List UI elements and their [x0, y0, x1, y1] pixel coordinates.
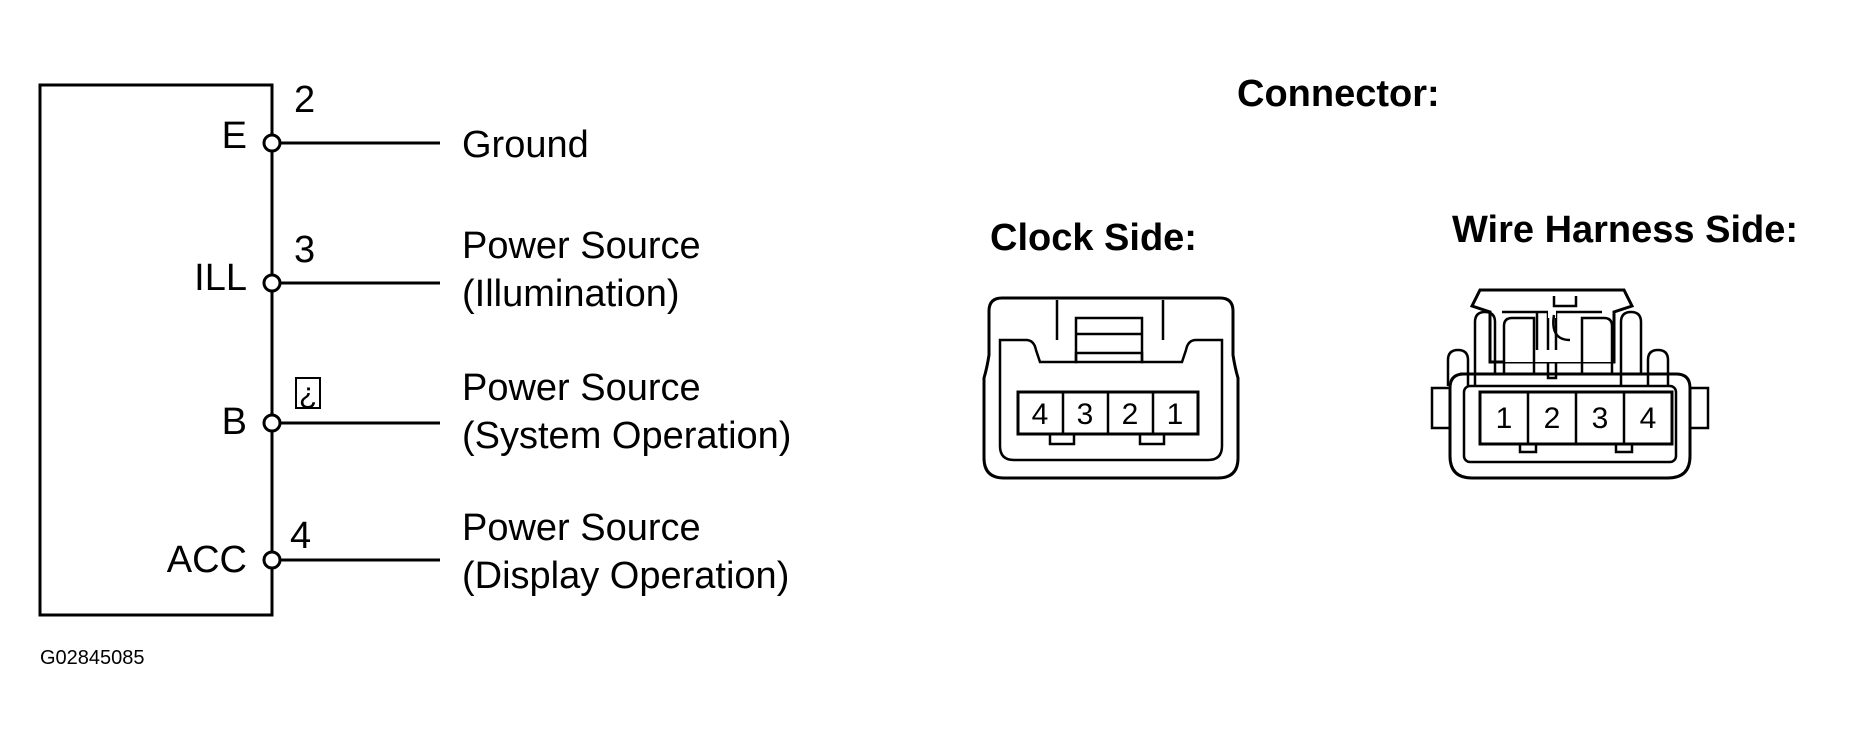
clock-side-connector: 4 3 2 1 — [982, 296, 1240, 480]
harness-side-key — [1518, 442, 1538, 454]
terminal-e-name: E — [222, 115, 247, 157]
clock-side-inner-cavity — [998, 338, 1224, 462]
harness-side-lever-top — [1552, 296, 1578, 308]
harness-side-lever-notch — [1548, 304, 1556, 318]
harness-side-lever-stem — [1546, 362, 1558, 380]
harness-side-ear-left — [1446, 348, 1470, 386]
harness-side-side-tab-left — [1430, 386, 1452, 430]
harness-side-lock-lever — [1469, 288, 1635, 364]
figure-id: G02845085 — [40, 647, 145, 669]
terminal-acc-function-line2: (Display Operation) — [462, 555, 789, 597]
harness-side-lever-mask — [1503, 350, 1613, 362]
harness-side-key — [1614, 442, 1634, 454]
clock-side-pin-label: 1 — [1167, 398, 1184, 431]
terminal-b-function-line1: Power Source — [462, 367, 701, 409]
terminal-b-pin-number: ¿ — [299, 377, 317, 410]
connector-title: Connector: — [1237, 73, 1440, 115]
wire-harness-side-label: Wire Harness Side: — [1452, 209, 1798, 251]
terminal-acc-name: ACC — [167, 539, 247, 581]
harness-side-pin-label: 3 — [1592, 402, 1609, 435]
terminal-ill-function-line1: Power Source — [462, 225, 701, 267]
terminal-ill-function-line2: (Illumination) — [462, 273, 680, 315]
terminal-acc: ACC 4 Power Source (Display Operation) — [167, 507, 790, 597]
terminal-b-function-line2: (System Operation) — [462, 415, 791, 457]
clock-side-pin-label: 4 — [1032, 398, 1049, 431]
harness-side-outer-housing — [1448, 372, 1692, 480]
harness-side-rail-right — [1619, 310, 1643, 386]
harness-side-lever-curve — [1552, 314, 1571, 342]
terminal-b: B ¿ Power Source (System Operation) — [222, 367, 792, 457]
clock-side-pin-label: 3 — [1077, 398, 1094, 431]
harness-side-pin-label: 4 — [1640, 402, 1657, 435]
clock-side-pin-label: 2 — [1122, 398, 1139, 431]
terminal-e-function-line1: Ground — [462, 124, 589, 166]
harness-side-side-tab-right — [1688, 386, 1710, 430]
harness-side-pin-label: 2 — [1544, 402, 1561, 435]
terminal-ill-connector-dot — [262, 273, 282, 293]
terminal-b-connector-dot — [262, 413, 282, 433]
terminal-ill-name: ILL — [194, 257, 247, 299]
terminal-b-pin-glyph-box — [295, 377, 321, 409]
terminal-e-connector-dot — [262, 133, 282, 153]
clock-side-key — [1138, 432, 1166, 446]
terminal-b-name: B — [222, 401, 247, 443]
terminal-acc-function-line1: Power Source — [462, 507, 701, 549]
harness-side-post-left — [1502, 316, 1536, 374]
harness-side-inner-housing — [1462, 384, 1678, 464]
clock-component-box — [38, 83, 274, 617]
terminal-ill: ILL 3 Power Source (Illumination) — [194, 225, 701, 315]
wire-harness-side-connector: 1 2 3 4 — [1430, 288, 1710, 480]
clock-side-label: Clock Side: — [990, 217, 1197, 259]
terminal-e: E 2 Ground — [222, 79, 589, 166]
terminal-acc-connector-dot — [262, 550, 282, 570]
terminal-ill-pin-number: 3 — [294, 229, 315, 271]
harness-side-ear-right — [1646, 348, 1670, 386]
terminal-acc-pin-number: 4 — [290, 515, 311, 557]
clock-side-lock-tab — [1074, 316, 1144, 364]
harness-side-rail-left — [1473, 310, 1497, 386]
clock-side-outer-housing — [982, 296, 1240, 480]
harness-side-post-right — [1580, 316, 1614, 374]
clock-side-key — [1048, 432, 1076, 446]
terminal-e-pin-number: 2 — [294, 79, 315, 121]
harness-side-pin-label: 1 — [1496, 402, 1513, 435]
